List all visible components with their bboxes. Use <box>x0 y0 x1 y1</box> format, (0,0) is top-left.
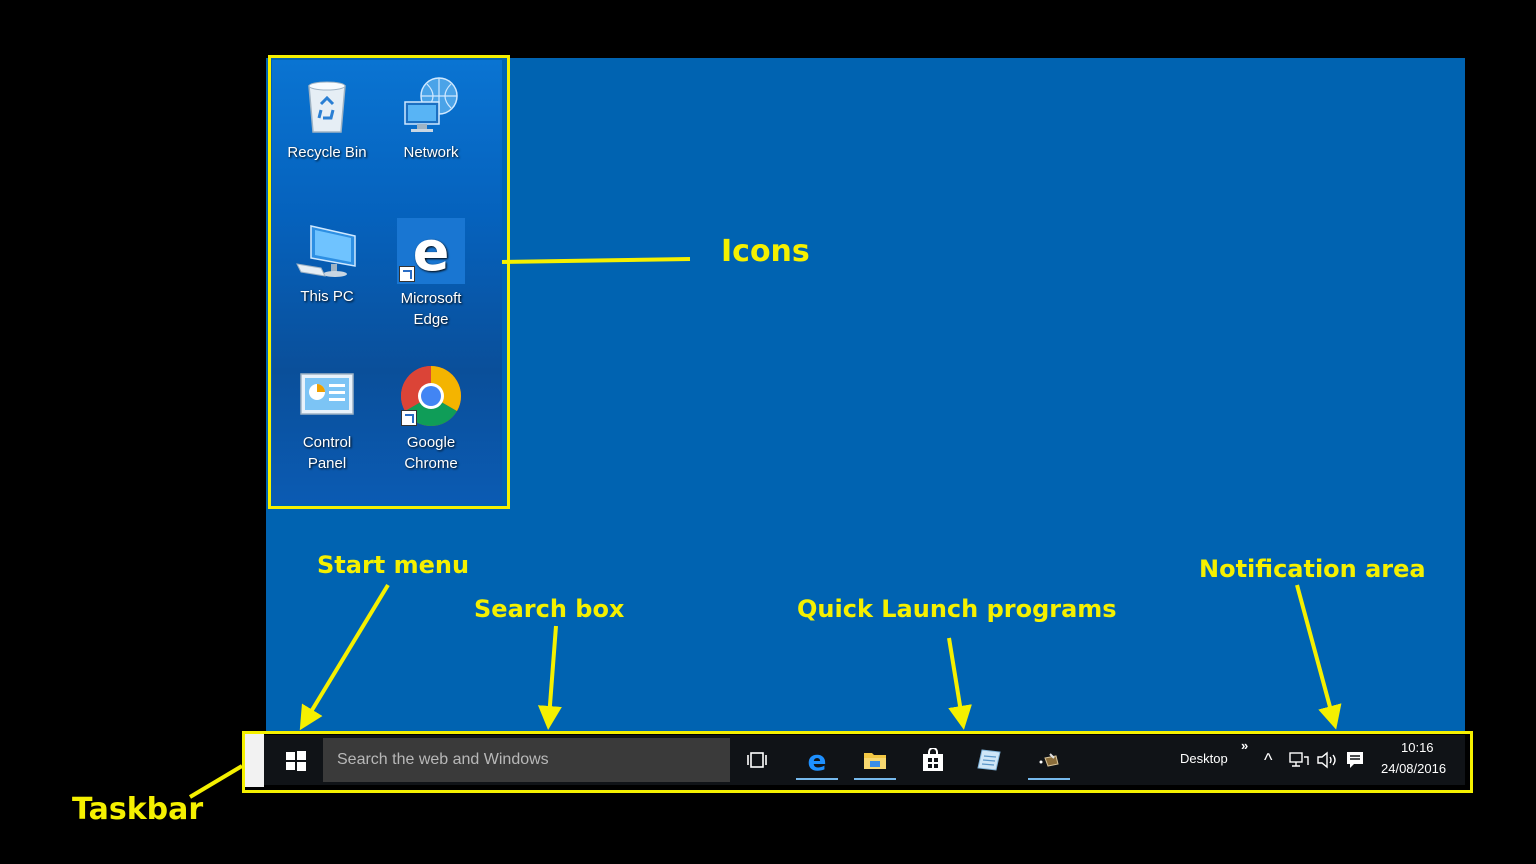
svg-text:e: e <box>808 746 827 774</box>
icon-label: Google Chrome <box>404 434 458 472</box>
edge-icon: e <box>808 746 827 774</box>
recycle-bin-icon <box>295 74 359 138</box>
notepad-icon <box>977 749 1001 771</box>
desktop-icon-control-panel[interactable]: Control Panel <box>275 364 379 474</box>
taskbar-edge <box>245 734 264 787</box>
search-input[interactable]: Search the web and Windows <box>323 738 730 782</box>
taskbar-file-explorer-button[interactable] <box>852 740 898 780</box>
annotation-notification-area: Notification area <box>1199 555 1426 583</box>
annotation-quick-launch: Quick Launch programs <box>797 595 1117 623</box>
network-tray-icon[interactable] <box>1286 740 1312 780</box>
control-panel-icon <box>295 364 359 428</box>
desktop-icon-recycle-bin[interactable]: Recycle Bin <box>275 74 379 163</box>
taskbar-highlight-box <box>242 731 1473 793</box>
action-center-icon[interactable] <box>1342 740 1368 780</box>
running-indicator <box>1028 778 1070 780</box>
windows-logo-icon <box>286 751 306 771</box>
icon-label: Network <box>403 144 459 161</box>
annotation-icons: Icons <box>721 234 810 269</box>
icon-label: Microsoft Edge <box>400 290 462 328</box>
icon-label: This PC <box>300 288 354 305</box>
icons-highlight-box <box>268 55 510 509</box>
desktop-toolbar-label[interactable]: Desktop <box>1180 751 1228 766</box>
running-indicator <box>796 778 838 780</box>
taskbar-notepad-button[interactable] <box>966 740 1012 780</box>
clock-time[interactable]: 10:16 <box>1401 740 1434 755</box>
task-view-icon <box>747 752 767 768</box>
taskbar-edge-button[interactable]: e <box>794 740 840 780</box>
start-button[interactable] <box>276 741 316 781</box>
desktop-icon-this-pc[interactable]: This PC <box>275 218 379 307</box>
taskbar-store-button[interactable] <box>910 740 956 780</box>
clock-date[interactable]: 24/08/2016 <box>1381 761 1447 776</box>
store-icon <box>923 748 943 771</box>
edge-icon: e <box>397 218 465 284</box>
toolbar-chevron-icon[interactable]: » <box>1241 738 1249 753</box>
desktop-icon-google-chrome[interactable]: Google Chrome <box>379 364 483 474</box>
chrome-icon <box>399 364 463 428</box>
annotation-taskbar: Taskbar <box>72 792 204 827</box>
shortcut-arrow-icon <box>399 266 415 282</box>
icon-label: Control Panel <box>302 434 352 472</box>
shortcut-arrow-icon <box>401 410 417 426</box>
app-icon <box>1039 753 1059 767</box>
task-view-button[interactable] <box>734 740 780 780</box>
running-indicator <box>854 778 896 780</box>
desktop-icon-network[interactable]: Network <box>379 74 483 163</box>
volume-tray-icon[interactable] <box>1314 740 1340 780</box>
file-explorer-icon <box>864 753 886 769</box>
network-icon <box>399 74 463 138</box>
icon-label: Recycle Bin <box>287 144 367 161</box>
annotation-search-box: Search box <box>474 595 625 623</box>
desktop-icon-microsoft-edge[interactable]: e Microsoft Edge <box>379 218 483 330</box>
taskbar-app-button[interactable] <box>1026 740 1072 780</box>
this-pc-icon <box>295 218 359 282</box>
annotation-start-menu: Start menu <box>317 551 470 579</box>
show-hidden-icons-button[interactable]: ^ <box>1264 750 1273 770</box>
svg-text:e: e <box>413 220 450 283</box>
